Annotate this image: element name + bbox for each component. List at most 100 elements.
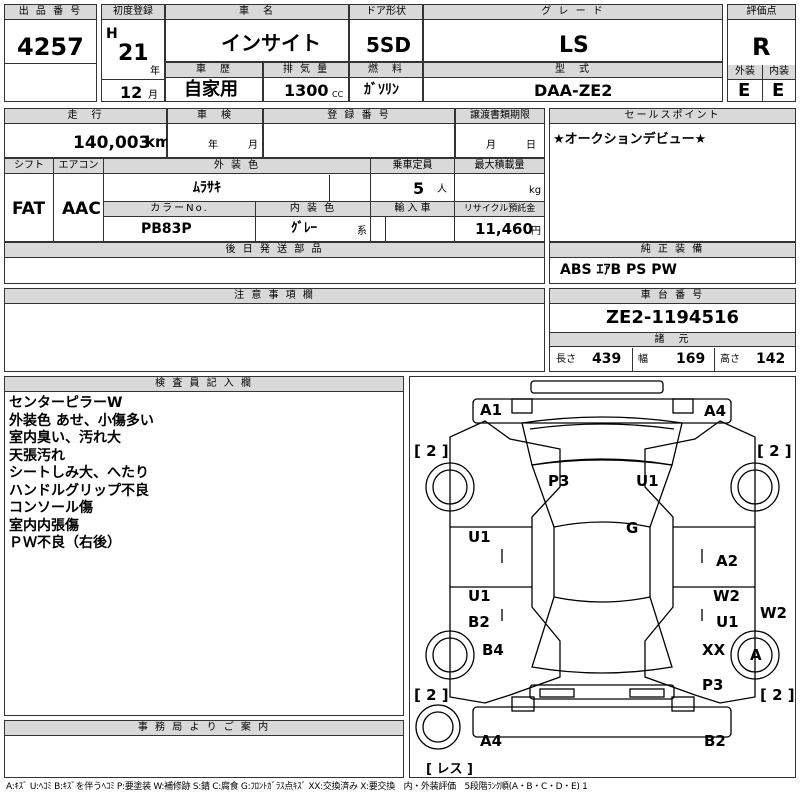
office-notice-box: 事 務 局 よ り ご 案 内: [4, 720, 404, 778]
damage-mark: A2: [716, 552, 738, 570]
capacity-unit: 人: [437, 184, 447, 195]
chassis-box: 車 台 番 号 ZE2-1194516 諸 元 長さ 439 幅 169 高さ …: [549, 288, 796, 372]
inspection-year-unit: 年: [208, 140, 218, 151]
car-damage-diagram: [ 2 ] [ 2 ] [ 2 ] [ 2 ] [ レス ] A1 A4 P3 …: [414, 380, 795, 777]
sales-point-box: セールスポイント ★オークションデビュー★: [549, 108, 796, 242]
damage-mark: W2: [760, 604, 787, 622]
lot-number-label: 出 品 番 号: [5, 5, 96, 20]
vehicle-name-box: 車 名 インサイト: [165, 4, 349, 62]
comment-line: コンソール傷: [9, 500, 93, 516]
displacement-value: 1300: [284, 81, 329, 100]
damage-mark: A4: [704, 402, 726, 420]
recycle-deposit-unit: 円: [531, 226, 541, 237]
exterior-color-value: ﾑﾗｻｷ: [193, 180, 221, 196]
aircon-value: AAC: [62, 199, 101, 219]
year-unit: 年: [150, 66, 160, 77]
aircon-label: エアコン: [53, 159, 103, 174]
model-code-value: DAA-ZE2: [534, 81, 613, 100]
mileage-value: 140,003: [73, 133, 151, 153]
width-label: 幅: [638, 354, 648, 365]
exterior-value: E: [738, 80, 751, 101]
inspection-month-unit: 月: [248, 140, 258, 151]
spare-tire-label: [ レス ]: [426, 762, 473, 777]
displacement-unit: CC: [332, 90, 344, 99]
transfer-day-unit: 日: [526, 140, 536, 151]
registration-number-label: 登 録 番 号: [264, 109, 454, 124]
fuel-label: 燃 料: [350, 63, 422, 78]
comment-line: 天張汚れ: [9, 447, 65, 464]
model-code-label: 型 式: [424, 63, 722, 78]
recycle-deposit-label: リサイクル預託金: [454, 202, 544, 217]
chassis-label: 車 台 番 号: [550, 289, 795, 304]
damage-mark: U1: [636, 472, 659, 490]
capacity-label: 乗車定員: [370, 159, 454, 174]
length-label: 長さ: [556, 354, 576, 365]
inspection-label: 車 検: [168, 109, 262, 124]
damage-mark: U1: [716, 613, 739, 631]
equipment-label: 純 正 装 備: [550, 243, 795, 258]
equipment-box: 純 正 装 備 ABS ｴｱB PS PW: [549, 242, 796, 284]
fuel-value: ｶﾞｿﾘﾝ: [364, 82, 399, 98]
tire-count-rr: [ 2 ]: [760, 686, 795, 704]
grade-value: LS: [559, 33, 589, 58]
damage-mark: U1: [468, 587, 491, 605]
first-registration-label: 初度登録: [102, 5, 164, 20]
spec-label: 諸 元: [550, 332, 795, 347]
later-parts-box: 後 日 発 送 部 品: [4, 242, 545, 284]
legend-text: A:ｷｽﾞ U:ﾍｺﾐ B:ｷｽﾞを伴うﾍｺﾐ P:要塗装 W:補修跡 S:錆 …: [6, 782, 588, 792]
damage-mark: B2: [704, 732, 726, 750]
color-number-label: カラーNo.: [103, 202, 255, 217]
damage-mark: G: [626, 519, 638, 537]
sales-point-value: ★オークションデビュー★: [553, 132, 707, 147]
exterior-label: 外装: [728, 65, 762, 80]
comment-line: 室内内張傷: [9, 517, 79, 534]
month-value: 12: [120, 83, 143, 102]
damage-mark: XX: [702, 641, 726, 659]
comment-line: ハンドルグリップ不良: [9, 482, 149, 499]
first-registration-box: 初度登録 H 21 年 12 月: [101, 4, 165, 102]
mileage-label: 走 行: [5, 109, 166, 124]
interior-color-label: 内 装 色: [255, 202, 370, 217]
damage-mark: B2: [468, 613, 490, 631]
vehicle-history-value: 自家用: [184, 79, 238, 100]
transfer-deadline-label: 譲渡書類期限: [456, 109, 544, 124]
comment-line: ＰＷ不良（右後）: [9, 535, 121, 551]
damage-mark: U1: [468, 528, 491, 546]
month-unit: 月: [148, 90, 158, 101]
length-value: 439: [592, 351, 622, 367]
office-notice-label: 事 務 局 よ り ご 案 内: [5, 721, 403, 736]
shift-value: FAT: [12, 199, 46, 219]
later-parts-label: 後 日 発 送 部 品: [5, 243, 544, 258]
comment-line: 外装色 あせ、小傷多い: [9, 412, 154, 429]
vehicle-name-value: インサイト: [221, 31, 321, 55]
damage-mark: A: [750, 646, 762, 664]
notes-box: 注 意 事 項 欄: [4, 288, 545, 372]
score-label: 評価点: [728, 5, 795, 20]
lot-number-value: 4257: [17, 33, 84, 61]
mileage-box: 走 行 140,003 km: [4, 108, 171, 158]
displacement-label: 排 気 量: [264, 63, 348, 78]
registration-number-box: 登 録 番 号: [263, 108, 455, 158]
interior-label: 内装: [762, 65, 795, 80]
height-label: 高さ: [720, 354, 740, 365]
door-type-label: ドア形状: [350, 5, 422, 20]
max-load-label: 最大積載量: [454, 159, 544, 174]
year-value: 21: [118, 41, 149, 66]
inspector-comments: センターピラーW 外装色 あせ、小傷多い 室内臭い、汚れ大 天張汚れ シートしみ…: [9, 395, 154, 553]
damage-mark: A4: [480, 732, 502, 750]
equipment-value: ABS ｴｱB PS PW: [560, 262, 677, 278]
interior-value: E: [772, 80, 785, 101]
door-type-box: ドア形状 5SD: [349, 4, 423, 62]
tire-count-fr: [ 2 ]: [757, 442, 792, 460]
grade-box: グ レ ー ド LS: [423, 4, 723, 62]
damage-diagram-box: [ 2 ] [ 2 ] [ 2 ] [ 2 ] [ レス ] A1 A4 P3 …: [409, 376, 796, 778]
score-value: R: [752, 33, 771, 61]
transfer-month-unit: 月: [486, 140, 496, 151]
damage-mark: A1: [480, 401, 502, 419]
vehicle-history-box: 車 歴 自家用: [165, 62, 263, 102]
comment-line: 室内臭い、汚れ大: [9, 430, 121, 446]
damage-mark: W2: [713, 587, 740, 605]
fuel-box: 燃 料 ｶﾞｿﾘﾝ: [349, 62, 423, 102]
exterior-color-label: 外 装 色: [103, 159, 370, 174]
notes-label: 注 意 事 項 欄: [5, 289, 544, 304]
